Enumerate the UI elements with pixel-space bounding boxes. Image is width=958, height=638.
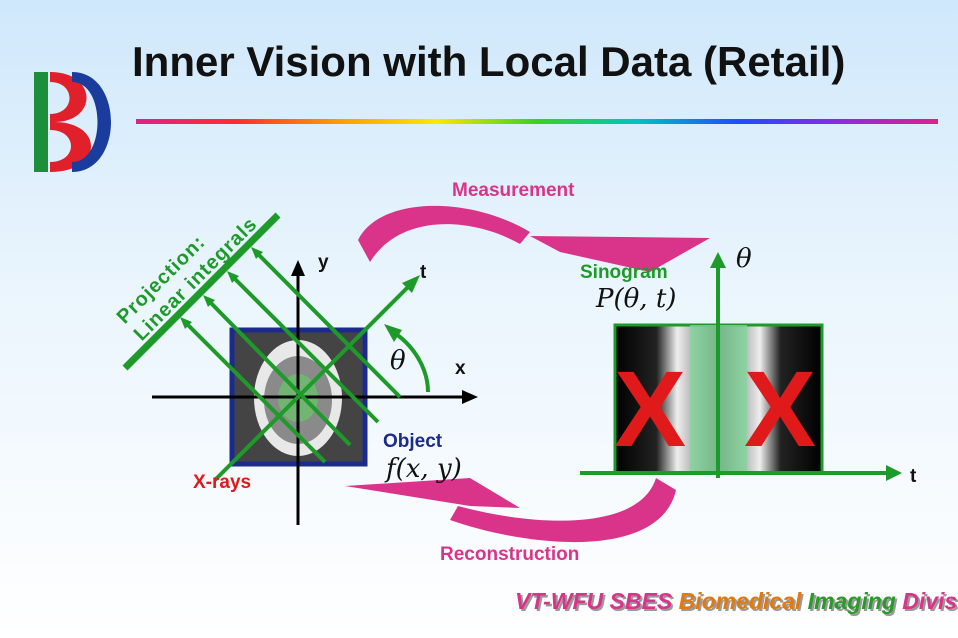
sinogram-label: Sinogram [580, 262, 668, 283]
theta-symbol: θ [390, 346, 406, 376]
y-axis-arrowhead [291, 260, 305, 276]
y-axis-label: y [318, 252, 329, 273]
measurement-arrow-head [530, 236, 710, 272]
t-axis-arrowhead [402, 275, 420, 293]
sinogram-theta-symbol: θ [736, 244, 752, 274]
t-axis-label: t [420, 262, 427, 283]
big-x-right: X [744, 348, 816, 469]
reconstruction-arrow-head [345, 478, 520, 508]
footer-part-0: VT-WFU SBES [515, 588, 679, 614]
footer-part-1: Biomedical [678, 588, 808, 614]
reconstruction-label: Reconstruction [440, 544, 580, 565]
object-label: Object [383, 431, 443, 452]
sinogram-t-label: t [910, 466, 917, 487]
big-x-left: X [614, 348, 686, 469]
t-axis [213, 283, 412, 482]
measurement-label: Measurement [452, 180, 575, 201]
f-function-label: f(x, y) [386, 454, 462, 484]
sinogram-theta-arrowhead [710, 252, 726, 268]
footer-division: VT-WFU SBES Biomedical Imaging Division [515, 588, 958, 615]
p-function-label: P(θ, t) [596, 284, 677, 314]
rainbow-divider [136, 119, 938, 124]
x-axis-arrowhead [462, 390, 478, 404]
sinogram-t-arrowhead [886, 465, 902, 481]
bd-logo [34, 72, 111, 172]
projection-line [122, 212, 281, 371]
theta-arc-arrowhead [384, 324, 402, 342]
page-title: Inner Vision with Local Data (Retail) [132, 38, 846, 85]
xray-rays [183, 250, 402, 464]
xrays-label: X-rays [193, 472, 252, 493]
reconstruction-arrow [450, 478, 676, 543]
measurement-arrow [358, 205, 530, 262]
x-axis-label: x [455, 358, 466, 379]
xray-arrowheads [180, 247, 263, 329]
footer-part-2: Imaging [807, 588, 903, 614]
footer-part-3: Division [902, 588, 958, 614]
